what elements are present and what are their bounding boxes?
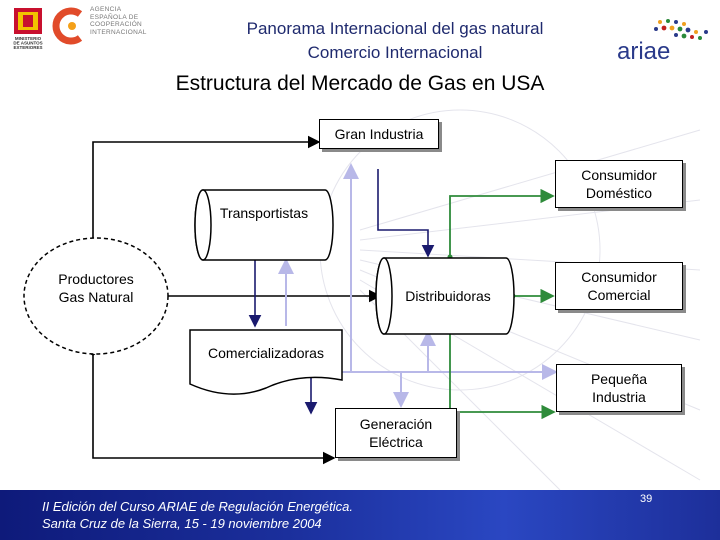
consumidor-comercial-line-2: Comercial — [587, 287, 651, 303]
gran-industria-label: Gran Industria — [334, 126, 424, 142]
producers-to-gran-industria — [92, 135, 321, 240]
ministry-line-2: DE ASUNTOS — [13, 41, 42, 46]
green-to-consumidor-domestico — [449, 188, 555, 257]
comercializadoras-shape — [189, 329, 343, 395]
distribuidoras-shape — [375, 257, 515, 335]
header-subtitle: Comercio Internacional — [307, 43, 483, 62]
header-title: Panorama Internacional del gas natural — [246, 19, 544, 38]
aecid-line-1: AGENCIA — [90, 6, 122, 13]
generacion-electrica-box: Generación Eléctrica — [335, 408, 457, 458]
spain-ministry-logo: MINISTERIO DE ASUNTOS EXTERIORES — [13, 8, 43, 50]
ministry-line-1: MINISTERIO — [15, 36, 42, 41]
gran-industria-box: Gran Industria — [319, 119, 439, 149]
consumidor-domestico-box: Consumidor Doméstico — [555, 160, 683, 208]
productores-shape — [23, 237, 169, 355]
consumidor-comercial-box: Consumidor Comercial — [555, 262, 683, 310]
productores-line-1: Productores — [58, 271, 134, 287]
distribuidoras-label: Distribuidoras — [405, 288, 491, 304]
productores-label: Productores Gas Natural — [36, 270, 156, 306]
generacion-electrica-line-2: Eléctrica — [369, 434, 423, 450]
page-number: 39 — [640, 493, 653, 505]
navy-flow-to-distribuidoras — [377, 169, 435, 258]
footer-line-2: Santa Cruz de la Sierra, 15 - 19 noviemb… — [42, 516, 322, 531]
producers-to-generacion — [92, 354, 336, 465]
aecid-logo — [52, 7, 83, 45]
generacion-electrica-line-1: Generación — [359, 416, 433, 432]
main-title: Estructura del Mercado de Gas en USA — [175, 72, 545, 95]
footer-bar: II Edición del Curso ARIAE de Regulación… — [0, 490, 720, 540]
aecid-line-2: ESPAÑOLA DE — [90, 13, 139, 21]
footer-line-1: II Edición del Curso ARIAE de Regulación… — [42, 499, 353, 514]
footer-text: II Edición del Curso ARIAE de Regulación… — [42, 498, 353, 532]
transportistas-label: Transportistas — [219, 205, 309, 221]
comercializadoras-label: Comercializadoras — [208, 345, 324, 361]
ariae-logo-text: ariae — [617, 38, 671, 65]
ariae-dots-icon — [654, 19, 708, 40]
aecid-line-3: COOPERACIÓN — [90, 21, 143, 28]
ministry-line-3: EXTERIORES — [13, 45, 42, 50]
consumidor-comercial-line-1: Consumidor — [581, 269, 657, 285]
pequena-industria-line-2: Industria — [592, 389, 646, 405]
pequena-industria-box: Pequeña Industria — [556, 364, 682, 412]
aecid-line-4: INTERNACIONAL — [90, 28, 147, 36]
consumidor-domestico-line-2: Doméstico — [585, 185, 653, 201]
aecid-text: AGENCIA ESPAÑOLA DE COOPERACIÓN INTERNAC… — [90, 6, 147, 36]
consumidor-domestico-line-1: Consumidor — [581, 167, 657, 183]
pequena-industria-line-1: Pequeña — [590, 371, 648, 387]
productores-line-2: Gas Natural — [58, 289, 134, 305]
transportistas-shape — [194, 189, 334, 261]
